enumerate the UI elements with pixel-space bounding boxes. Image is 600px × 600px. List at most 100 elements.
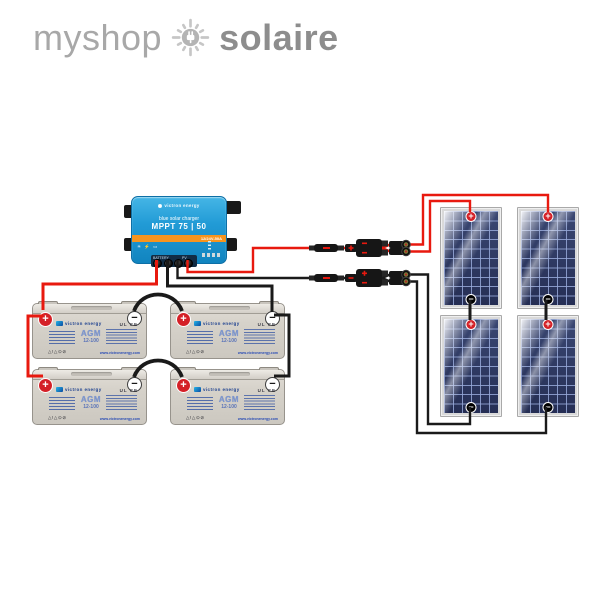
battery-lid-recess	[209, 306, 251, 310]
plus-label: +	[545, 211, 551, 221]
pv-terminal-label: PV	[182, 256, 187, 260]
positive-terminal-badge: +	[38, 312, 53, 327]
controller-brand: victron energy	[132, 203, 226, 208]
plus-label: +	[468, 319, 474, 329]
controller-rating-text: 12/24V-50A	[200, 236, 222, 241]
mc4-connectors-negative	[309, 269, 411, 287]
plus-label: +	[180, 313, 187, 325]
mc4-plug	[389, 278, 405, 285]
mc4-plug	[389, 248, 405, 255]
spec-text-block	[106, 395, 137, 411]
solar-panel-3: + −	[440, 315, 502, 417]
cert-marks: UL CE	[119, 322, 138, 327]
logo-text-solaire: solaire	[219, 16, 339, 58]
battery-brand-text: victron energy	[203, 321, 240, 326]
terminal-pv-positive	[184, 259, 193, 268]
victron-logo-icon	[194, 321, 201, 326]
panel-glare	[444, 319, 498, 413]
positive-terminal-badge: +	[542, 319, 554, 330]
controller-body: victron energy blue solar charger MPPT 7…	[131, 196, 227, 268]
terminal-pv-negative	[174, 259, 183, 268]
battery-brand-text: victron energy	[203, 387, 240, 392]
spec-text-block	[244, 329, 275, 345]
cert-marks: UL CE	[257, 388, 276, 393]
negative-terminal-badge: −	[465, 294, 477, 305]
wire-pv-positive-branch	[381, 243, 407, 250]
controller-model: MPPT 75 | 50	[151, 222, 207, 231]
brand-logo: myshop solaire	[33, 14, 339, 61]
terminal-battery-negative	[164, 259, 173, 268]
controller-orange-stripe: 12/24V-50A	[132, 235, 226, 242]
negative-terminal-badge: −	[542, 294, 554, 305]
battery-lid-recess	[71, 372, 113, 376]
wire-pv-positive-branch	[381, 246, 407, 253]
spec-icons: ☀ ⚡ ▭	[137, 244, 159, 249]
solar-panel-1: + −	[440, 207, 502, 309]
battery-website: www.victronenergy.com	[237, 417, 278, 421]
spec-text-block	[49, 331, 75, 344]
battery-3: + − victron energy UL CE AGM 12-100 △!△⊙…	[32, 367, 147, 425]
battery-model-code: 12-100	[83, 338, 99, 344]
positive-terminal-badge: +	[176, 378, 191, 393]
battery-4: + − victron energy UL CE AGM 12-100 △!△⊙…	[170, 367, 285, 425]
warning-icons: △!△⊙⊘	[48, 415, 67, 420]
plus-label: +	[180, 379, 187, 391]
positive-terminal-badge: +	[542, 211, 554, 222]
battery-type-block: AGM 12-100	[216, 329, 242, 344]
sun-plug-icon	[171, 18, 210, 57]
victron-sun-icon	[158, 203, 163, 208]
negative-terminal-badge: −	[265, 377, 280, 392]
positive-terminal-badge: +	[38, 378, 53, 393]
negative-terminal-badge: −	[542, 402, 554, 413]
battery-model-code: 12-100	[83, 404, 99, 410]
victron-logo-icon	[194, 387, 201, 392]
negative-terminal-badge: −	[465, 402, 477, 413]
battery-model-code: 12-100	[221, 338, 237, 344]
dip-switches	[202, 253, 220, 257]
mc4-branch-connector	[356, 239, 382, 257]
battery-terminal-label: BATTERY	[153, 256, 169, 260]
battery-brand-text: victron energy	[65, 321, 102, 326]
mount-bracket	[124, 238, 133, 251]
positive-terminal-badge: +	[176, 312, 191, 327]
controller-product-line: blue solar charger	[158, 216, 200, 222]
mc4-plug	[389, 271, 405, 278]
mc4-branch-connector	[356, 269, 382, 287]
battery-brand: victron energy	[56, 321, 102, 326]
battery-chemistry: AGM	[218, 395, 240, 404]
mc4-inline-coupler	[314, 244, 338, 252]
spec-text-block	[187, 397, 213, 410]
battery-lid-recess	[71, 306, 113, 310]
warning-icons: △!△⊙⊘	[186, 415, 205, 420]
minus-label: −	[269, 312, 276, 324]
plus-label: +	[545, 319, 551, 329]
battery-type-block: AGM 12-100	[78, 329, 104, 344]
plus-label: +	[468, 211, 474, 221]
battery-model-code: 12-100	[221, 404, 237, 410]
positive-terminal-badge: +	[465, 211, 477, 222]
wire-pv-negative-branch	[381, 273, 407, 280]
solar-panel-4: + −	[517, 315, 579, 417]
battery-brand: victron energy	[194, 321, 240, 326]
panel-glare	[444, 211, 498, 305]
battery-brand-text: victron energy	[65, 387, 102, 392]
panel-glare	[521, 319, 575, 413]
battery-website: www.victronenergy.com	[237, 351, 278, 355]
positive-terminal-badge: +	[465, 319, 477, 330]
battery-type-block: AGM 12-100	[78, 395, 104, 410]
logo-text-myshop: myshop	[33, 16, 163, 58]
victron-logo-icon	[56, 321, 63, 326]
battery-type-block: AGM 12-100	[216, 395, 242, 410]
solar-panel-2: + −	[517, 207, 579, 309]
battery-1: + − victron energy UL CE AGM 12-100 △!△⊙…	[32, 301, 147, 359]
battery-lid	[33, 370, 146, 380]
battery-chemistry: AGM	[218, 329, 240, 338]
battery-brand: victron energy	[194, 387, 240, 392]
battery-2: + − victron energy UL CE AGM 12-100 △!△⊙…	[170, 301, 285, 359]
led-indicators	[208, 241, 211, 251]
warning-icons: △!△⊙⊘	[48, 349, 67, 354]
wire-pv-negative-branch	[381, 276, 407, 283]
terminal-battery-positive	[153, 259, 162, 268]
